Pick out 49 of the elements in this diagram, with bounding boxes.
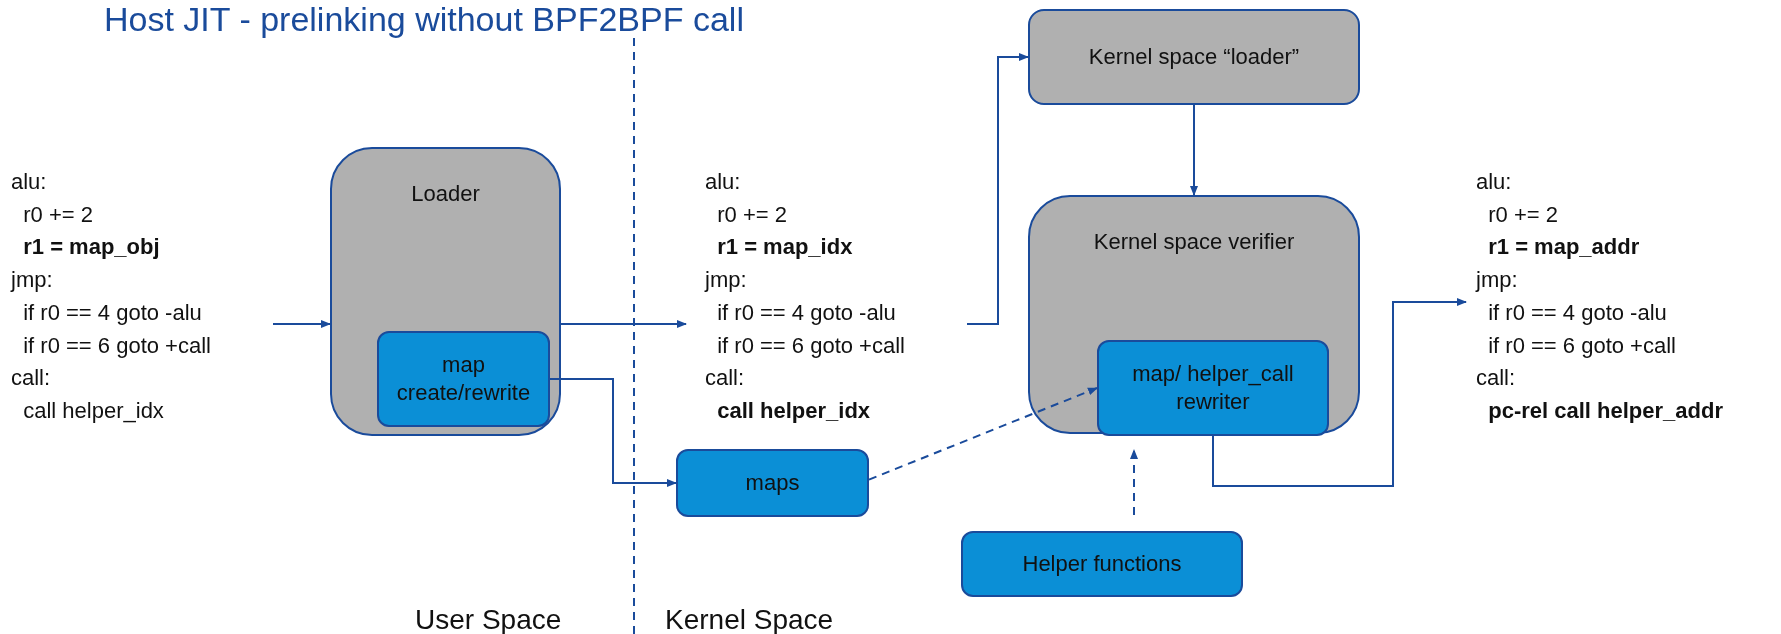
code-line: if r0 == 4 goto -alu xyxy=(22,298,202,327)
code-line: pc-rel call helper_addr xyxy=(1487,396,1723,425)
node-label: Kernel space “loader” xyxy=(1088,43,1300,71)
code-line: call helper_idx xyxy=(22,396,164,425)
arrow xyxy=(560,320,687,328)
node-label: Helper functions xyxy=(1022,550,1182,578)
arrow xyxy=(868,387,1098,481)
code-line: jmp: xyxy=(1476,266,1518,295)
code-line: r1 = map_addr xyxy=(1487,233,1640,262)
code-line: call: xyxy=(1476,364,1516,393)
arrow xyxy=(272,320,331,328)
node-label: map create/rewrite xyxy=(395,351,532,407)
process-box xyxy=(961,531,1243,597)
node-label: map/ helper_call rewriter xyxy=(1131,360,1295,416)
code-line: if r0 == 6 goto +call xyxy=(1487,331,1676,360)
node-label: maps xyxy=(745,469,800,497)
code-line: r0 += 2 xyxy=(22,200,93,229)
region-label: User Space xyxy=(415,604,562,634)
code-line: jmp: xyxy=(705,266,747,295)
process-box xyxy=(377,331,550,427)
code-line: r0 += 2 xyxy=(1487,200,1558,229)
region-label: Kernel Space xyxy=(665,604,834,634)
slide-title: Host JIT - prelinking without BPF2BPF call xyxy=(104,0,744,39)
code-line: if r0 == 4 goto -alu xyxy=(716,298,896,327)
code-line: if r0 == 6 goto +call xyxy=(22,331,211,360)
code-line: alu: xyxy=(11,168,47,196)
verifier-panel xyxy=(1028,195,1360,434)
code-line: call helper_idx xyxy=(716,396,871,425)
process-box xyxy=(1097,340,1329,436)
arrow xyxy=(1190,104,1198,196)
code-line: r1 = map_idx xyxy=(716,233,853,262)
code-line: r1 = map_obj xyxy=(22,233,160,262)
code-line: alu: xyxy=(1476,168,1512,196)
arrow xyxy=(549,378,677,487)
node-label: Loader xyxy=(410,181,481,208)
code-line: jmp: xyxy=(11,266,53,295)
process-box xyxy=(676,449,869,517)
code-line: if r0 == 4 goto -alu xyxy=(1487,298,1667,327)
arrow xyxy=(966,53,1029,325)
code-line: call: xyxy=(11,364,51,393)
code-line: call: xyxy=(705,364,745,393)
code-line: alu: xyxy=(705,168,741,196)
arrow xyxy=(1212,298,1467,487)
code-line: if r0 == 6 goto +call xyxy=(716,331,905,360)
node-label: Kernel space verifier xyxy=(1092,229,1296,256)
loader-panel xyxy=(330,147,561,436)
code-line: r0 += 2 xyxy=(716,200,787,229)
process-box xyxy=(1028,9,1360,105)
arrow xyxy=(1130,449,1138,516)
